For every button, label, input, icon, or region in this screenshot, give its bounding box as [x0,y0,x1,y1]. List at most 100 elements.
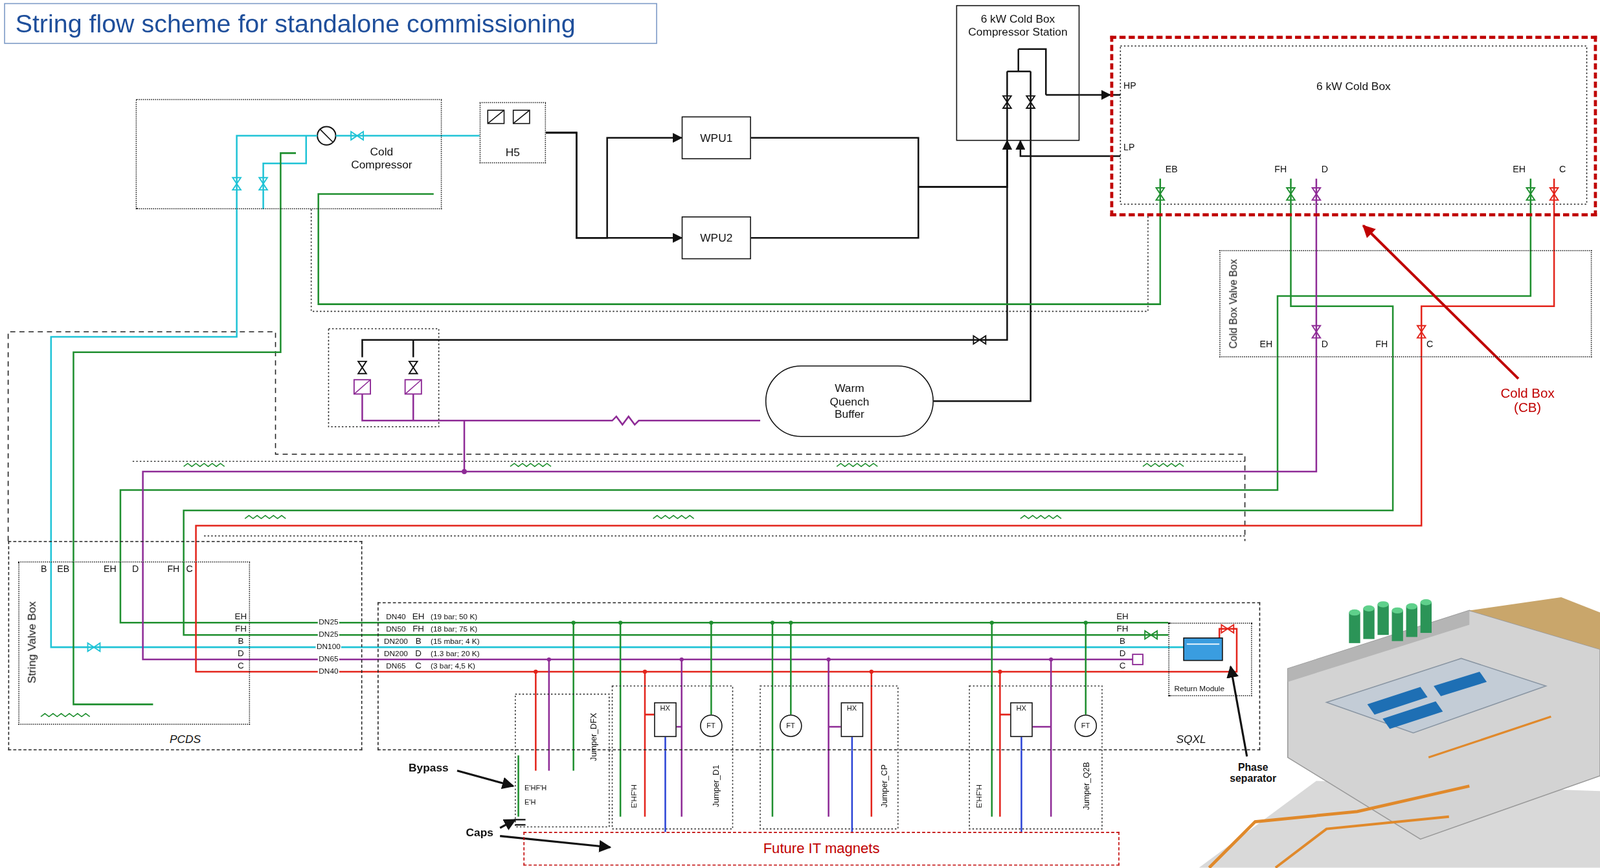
label-holder: EH [1259,339,1273,351]
render-cylinder-top [1406,602,1418,609]
label-holder: C [186,563,193,575]
node-label: Future IT magnets [760,840,882,857]
pipe-label: FH [1375,339,1388,351]
jumper-drop [573,622,1086,816]
callout-arrow [499,835,610,847]
valve-box-piping [1315,249,1318,357]
render-cylinder [1420,602,1432,633]
render-cylinder [1377,604,1389,635]
pipe-connector [249,670,378,673]
flow-transmitter: FT [779,714,803,737]
label-holder: DN65 [317,655,340,664]
label-holder: Cold Box (CB) [1490,386,1564,416]
jumper-outline [760,685,899,829]
string-valve-box-piping [73,561,250,705]
label-holder: D [1321,165,1329,176]
label-holder: EH [1116,611,1129,622]
label-holder: FH [167,563,180,575]
label-holder: LP [1123,143,1135,154]
label-holder: E'HF'H [975,784,984,809]
return-module: Return Module [1168,622,1252,696]
label-holder: Jumper_Q2B [1083,761,1093,810]
render-pipe [1208,785,1470,868]
junction-dot [533,669,538,674]
pipe-connector [933,140,1031,401]
junction-dot [679,657,684,662]
label-holder: (15 mbar; 4 K) [430,637,480,647]
label-holder: DN40 [317,666,340,676]
pipe-label: B [237,636,244,647]
render-cylinder [1348,612,1360,643]
cold-box-outline [1120,45,1587,204]
label-holder: E'HF'H [630,784,640,809]
junction-dot [1083,620,1088,625]
pipe-label: D [415,648,422,659]
pipe-size: DN200 [383,649,408,658]
pipe-size: DN200 [383,637,408,647]
flow-transmitter: FT [1074,714,1097,737]
node-label: WPU1 [698,131,735,145]
pipe-connector [120,357,1278,562]
render-cylinder [1406,606,1418,637]
bypass-line [517,754,520,817]
render-cylinder [1392,609,1404,641]
pipe-label: B [40,563,47,575]
label-holder: Jumper_CP [881,764,891,808]
pipe-label: D [1119,648,1127,659]
valve-symbol [1132,653,1143,665]
label-holder: B [40,563,47,575]
pipe-condition: (19 bar; 50 K) [430,613,478,622]
callout-label: Phase separator [1220,761,1286,785]
pipe-connector [851,749,854,832]
label-holder: DN40 [385,613,406,622]
label-holder: D [1119,648,1127,659]
pipe-connector [73,209,281,561]
pipe-label: EH [1259,339,1273,351]
render-tank [1433,671,1487,697]
label-holder: D [1321,339,1329,351]
callout-arrow [499,819,516,828]
label-holder: C [415,661,422,671]
heater-symbol [487,110,530,124]
pipe-label: FH [167,563,180,575]
pipe-label: FH [412,624,425,634]
pipe-connector [51,209,237,561]
sqxl-line [377,628,1237,672]
heat-exchanger: HX [1010,701,1033,737]
jumper-label: Jumper_Q2B [1083,761,1093,810]
cold-compressor-box: Cold Compressor [135,99,443,210]
pipe-condition: (1.3 bar; 20 K) [430,649,480,658]
label-holder: B [237,636,244,647]
label-holder: (1.3 bar; 20 K) [430,649,480,658]
pipe-connector [183,357,1393,562]
callout-arrow [1230,666,1248,757]
purification-unit: WPU1 [681,116,752,160]
render-cylinder [1363,608,1375,639]
node-label: HX [657,703,673,713]
pipe-condition: (15 mbar; 4 K) [430,637,480,647]
jumper-drop [644,713,1011,716]
label-holder: EH [235,611,248,622]
title-frame: String flow scheme for standalone commis… [3,3,658,45]
port-label: D [1321,165,1329,176]
pipe-label: FH [235,624,247,634]
cold-compressor-piping [236,135,480,210]
node-label: Warm Quench Buffer [813,381,886,421]
pipe-size: DN65 [385,661,406,671]
junction-dot [1048,657,1053,662]
node-label: WPU2 [698,231,735,245]
pipe-label: E'HF'H [630,784,640,809]
station-piping [1006,49,1080,142]
pipe-label: EH [235,611,248,622]
label-holder: HP [1123,81,1137,92]
label-holder: DN200 [383,637,408,647]
label-holder: EB [1165,165,1178,176]
label-holder: E'H [524,798,536,807]
callout-label: Bypass [408,761,449,774]
valve-symbol [1550,187,1559,201]
relief-valve-symbol [354,379,422,394]
label-holder: C [1426,339,1433,351]
port-label: LP [1123,143,1135,154]
render-cylinder-top [1348,609,1360,616]
